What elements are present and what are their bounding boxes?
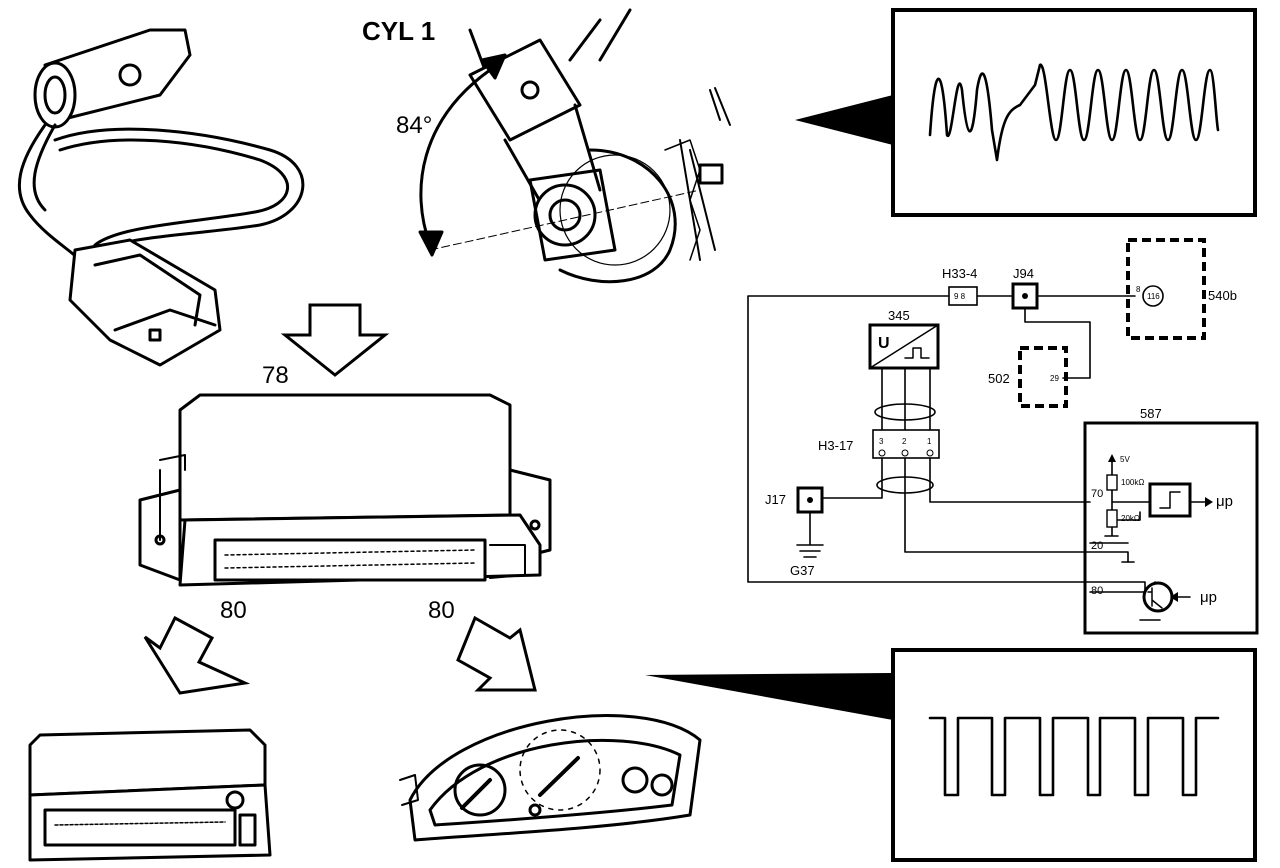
label-587: 587 [1140,406,1162,421]
cylinder-drawing [418,8,731,284]
arrow-down-to-ecu [280,303,390,377]
wiring-schematic: H33-4 9 8 J94 540b 8 116 345 U 502 29 H3… [747,238,1259,635]
label-502: 502 [988,371,1010,386]
speed-signal-box [891,648,1257,862]
label-pin-80: 80 [1091,585,1103,597]
crank-sine-waveform [928,63,1220,162]
arrow-to-cluster [456,615,537,692]
label-540-pin: 8 [1136,285,1141,294]
ecu-drawing [138,393,552,587]
label-540-circle: 116 [1147,292,1160,301]
module-540b-box [1126,238,1206,340]
label-20k: 20kΩ [1121,514,1140,523]
label-h3-pin2: 2 [902,437,907,446]
instrument-cluster-drawing [399,714,702,842]
connector-h33-4 [948,286,978,306]
square-waveform [928,716,1220,797]
label-j17: J17 [765,492,786,507]
label-mup-1: μp [1216,493,1233,510]
label-pin-70: 70 [1091,488,1103,500]
label-100k: 100kΩ [1121,478,1144,487]
ecu-id-label: 78 [262,362,289,389]
module-587-box [1083,421,1259,635]
label-pin-20: 20 [1091,540,1103,552]
label-502-pin: 29 [1050,374,1059,383]
speed-signal-callout [645,648,1257,862]
output-transistor [1142,581,1174,613]
out-left-label: 80 [220,597,247,624]
arrow-to-left-module [143,615,251,695]
label-345: 345 [888,308,910,323]
module-502-box [1018,346,1068,408]
crank-sensor-drawing [17,28,305,367]
left-module-drawing [28,728,272,862]
label-mup-2: μp [1200,589,1217,606]
label-h3-17: H3-17 [818,438,853,453]
label-h3-pin1: 1 [927,437,932,446]
cyl-label: CYL 1 [362,16,435,46]
label-g37: G37 [790,563,815,578]
label-345-u: U [878,335,890,352]
label-540b: 540b [1208,288,1237,303]
out-right-label: 80 [428,597,455,624]
label-j94: J94 [1013,266,1034,281]
label-h33-4: H33-4 [942,266,977,281]
label-h33-pins: 9 8 [954,292,966,301]
crank-signal-box [891,8,1257,217]
crank-signal-callout [795,8,1257,217]
splice-j94 [1011,282,1039,310]
label-h3-pin3: 3 [879,437,884,446]
label-5v: 5V [1120,455,1130,464]
angle-label: 84° [396,112,432,139]
